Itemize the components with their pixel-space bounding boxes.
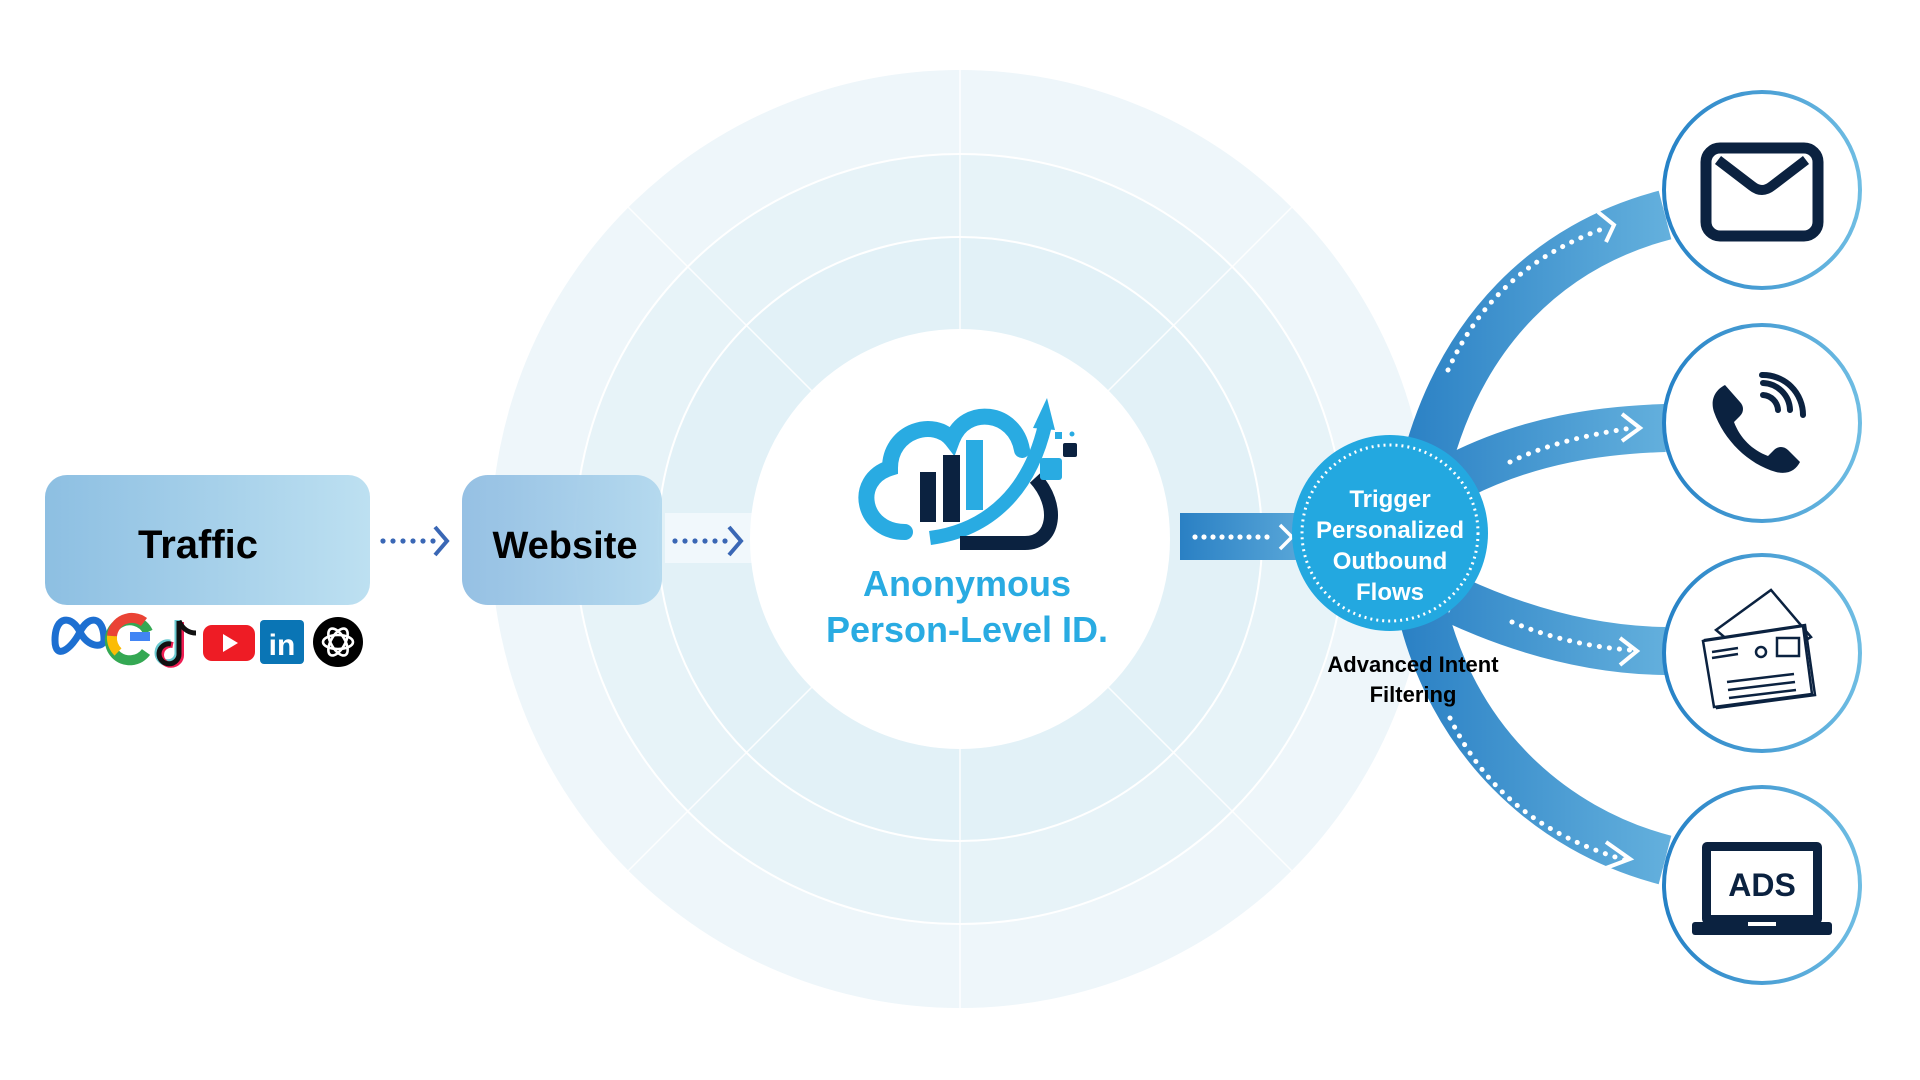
flow-bands — [1395, 190, 1672, 885]
flow-to-email — [1400, 190, 1672, 477]
meta-icon — [51, 616, 108, 655]
hub-line2: Personalized — [1316, 517, 1464, 544]
phone-icon — [1712, 371, 1806, 473]
hub-line1: Trigger — [1349, 486, 1430, 513]
hub-line3: Outbound — [1333, 548, 1448, 575]
youtube-icon — [203, 625, 255, 661]
trigger-hub[interactable]: Trigger Personalized Outbound Flows — [1292, 435, 1488, 631]
traffic-box[interactable]: Traffic — [45, 475, 370, 605]
tiktok-icon — [154, 619, 197, 668]
arrow-center-to-hub — [1180, 513, 1305, 560]
center-title-line2: Person-Level ID. — [826, 609, 1108, 650]
google-icon — [104, 612, 153, 666]
background-rings — [491, 70, 1429, 1008]
flow-to-ads — [1395, 594, 1672, 885]
channel-icons: in — [51, 612, 363, 668]
output-direct-mail[interactable] — [1662, 553, 1862, 753]
center-title-line1: Anonymous — [863, 563, 1071, 604]
cloud-chart-logo — [858, 398, 1077, 550]
flow-to-mail — [1444, 578, 1666, 675]
hub-caption-line1: Advanced Intent — [1327, 652, 1499, 677]
hub-caption-line2: Filtering — [1370, 682, 1457, 707]
linkedin-icon: in — [260, 620, 304, 664]
arrow-traffic-to-website — [380, 525, 450, 557]
website-label: Website — [492, 525, 637, 567]
laptop-ads-icon: ADS — [1692, 842, 1832, 935]
mail-letters-icon — [1701, 588, 1817, 710]
traffic-label: Traffic — [138, 523, 258, 567]
output-ads[interactable]: ADS — [1662, 785, 1862, 985]
output-email[interactable] — [1662, 90, 1862, 290]
ads-screen-text: ADS — [1728, 867, 1796, 903]
email-icon — [1700, 142, 1824, 242]
svg-text:in: in — [269, 629, 296, 662]
arrow-website-to-center — [672, 525, 744, 557]
flow-to-phone — [1449, 404, 1666, 497]
hub-line4: Flows — [1356, 579, 1424, 606]
output-phone[interactable] — [1662, 323, 1862, 523]
openai-icon — [313, 617, 363, 667]
website-box[interactable]: Website — [462, 475, 662, 605]
